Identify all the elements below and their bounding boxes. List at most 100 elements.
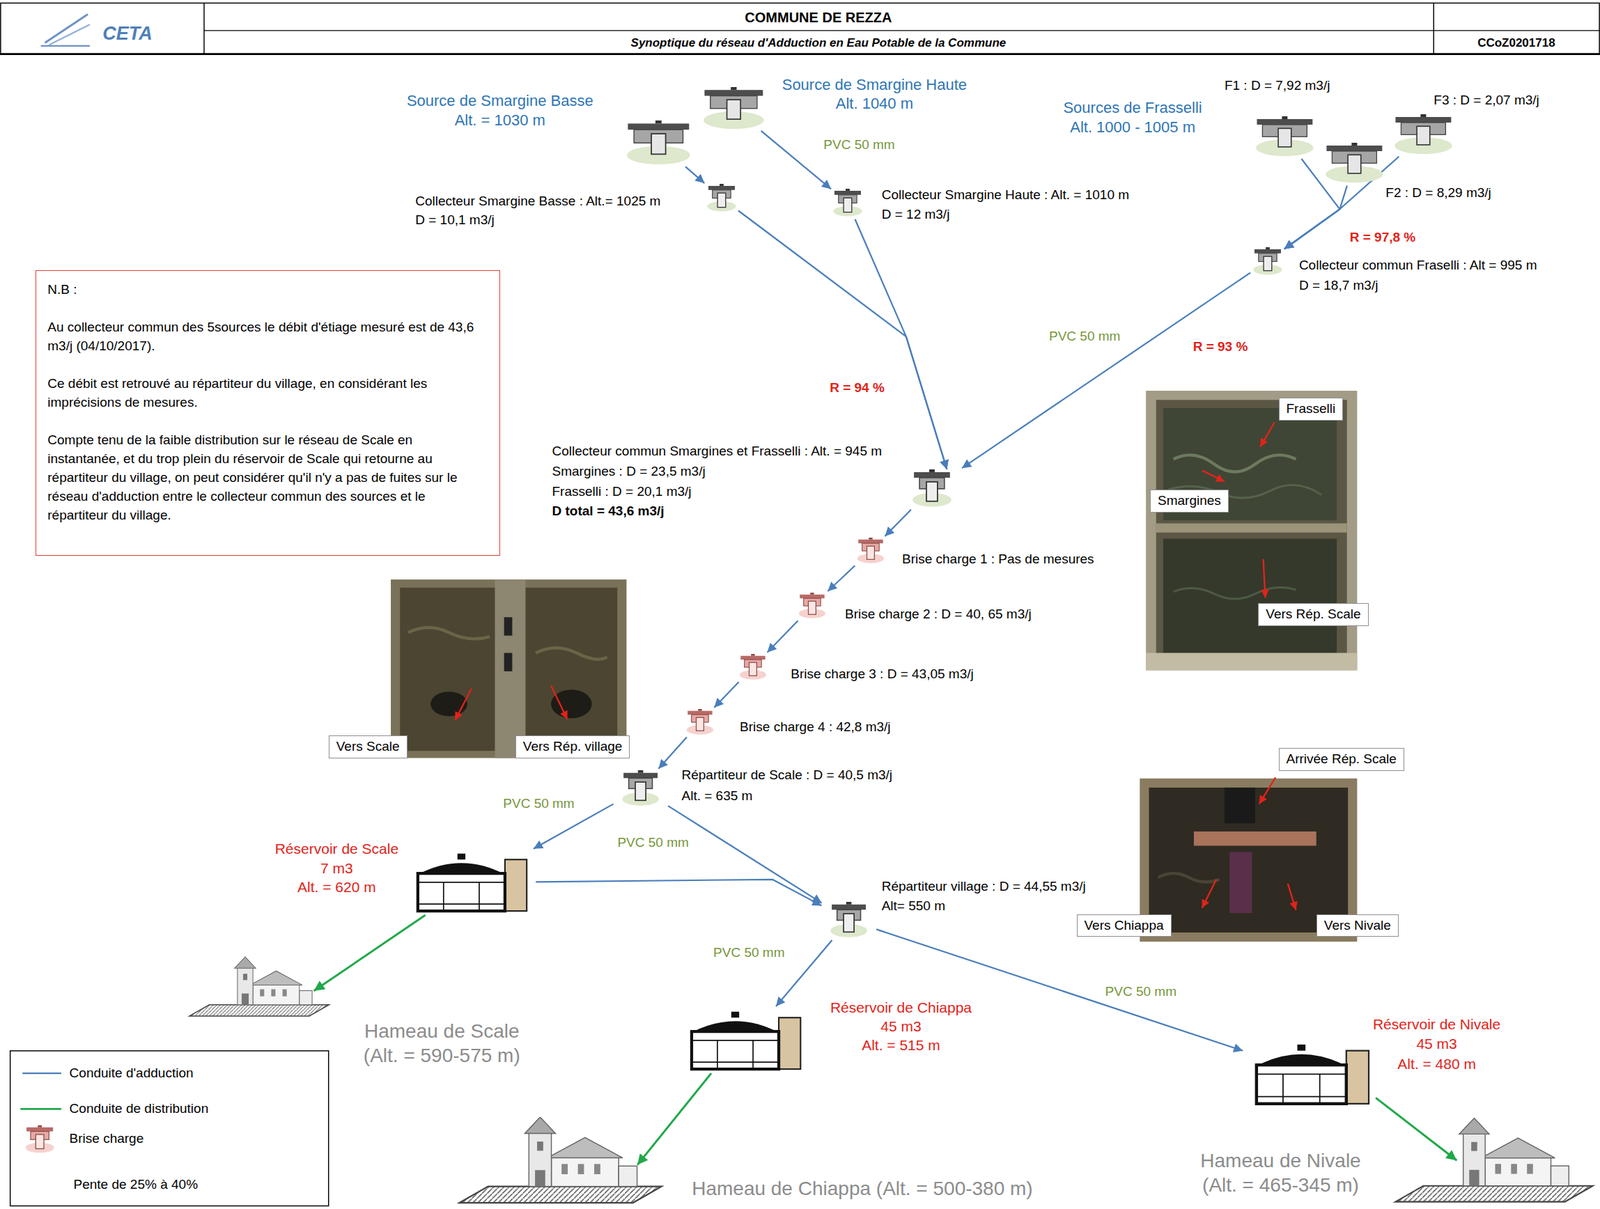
church-icon bbox=[1551, 1166, 1570, 1187]
legend-box bbox=[37, 1125, 42, 1128]
rep-icon bbox=[846, 902, 852, 905]
photo-splitter-village bbox=[1149, 787, 1349, 933]
tank-icon bbox=[443, 882, 445, 912]
src-icon bbox=[704, 89, 763, 96]
node-label: Alt. = 1030 m bbox=[454, 111, 546, 130]
node-label: Hameau de Nivale bbox=[1200, 1149, 1361, 1174]
church-icon bbox=[577, 1163, 584, 1175]
photo-callout: Vers Nivale bbox=[1316, 914, 1399, 938]
church-icon bbox=[259, 989, 264, 997]
church-icon bbox=[234, 957, 256, 969]
church-icon bbox=[189, 1005, 329, 1017]
logo-text: CETA bbox=[102, 22, 153, 45]
photo-splitter-village bbox=[1202, 879, 1217, 909]
supply-pipe bbox=[713, 681, 739, 708]
src-icon bbox=[700, 87, 768, 131]
tank-icon bbox=[675, 1007, 819, 1074]
supply-pipe bbox=[876, 929, 1243, 1051]
splitter: Répartiteur village : D = 44,55 m3/jAlt=… bbox=[823, 902, 875, 939]
photo-splitter-scale bbox=[1263, 559, 1266, 599]
brise-icon bbox=[749, 662, 758, 676]
tank-icon bbox=[691, 1062, 779, 1064]
supply-pipe bbox=[535, 879, 822, 907]
rep-icon bbox=[615, 770, 666, 808]
tank-icon bbox=[752, 1040, 754, 1070]
subtitle: Synoptique du réseau d'Adduction en Eau … bbox=[631, 35, 1007, 50]
tank-icon bbox=[417, 904, 506, 906]
photo-splitter-village-feed bbox=[454, 688, 471, 721]
brise-icon bbox=[737, 654, 769, 681]
tank-icon bbox=[417, 873, 506, 912]
note-box: N.B :Au collecteur commun des 5sources l… bbox=[35, 270, 501, 556]
church-icon bbox=[524, 1117, 556, 1134]
src-icon bbox=[1281, 116, 1288, 120]
src-icon bbox=[730, 87, 737, 90]
src-icon bbox=[1256, 119, 1313, 125]
node-label: Hameau de Scale bbox=[364, 1019, 520, 1044]
src-icon bbox=[1416, 126, 1431, 145]
node-label: D total = 43,6 m3/j bbox=[552, 503, 665, 520]
church-icon bbox=[451, 1117, 666, 1205]
distribution-pipe bbox=[637, 1073, 712, 1166]
rep-icon bbox=[635, 782, 646, 801]
yield-label: R = 94 % bbox=[829, 379, 885, 396]
splitter: Répartiteur de Scale : D = 40,5 m3/jAlt.… bbox=[615, 770, 666, 808]
church-icon bbox=[1469, 1170, 1480, 1187]
photo-splitter-scale bbox=[1202, 470, 1225, 482]
church-icon bbox=[1387, 1117, 1597, 1205]
spring-source: F3 : D = 2,07 m3/j bbox=[1391, 114, 1456, 156]
photo-callout: Arrivée Rép. Scale bbox=[1278, 748, 1405, 772]
brise-icon bbox=[687, 711, 712, 715]
spring-source: F1 : D = 7,92 m3/j bbox=[1253, 116, 1317, 158]
brise-icon bbox=[740, 656, 765, 660]
pipe-label: PVC 50 mm bbox=[617, 835, 689, 852]
supply-pipe bbox=[738, 211, 947, 470]
rep-icon bbox=[615, 770, 666, 808]
photo-splitter-village-feed bbox=[535, 647, 608, 659]
node-label: Réservoir de Nivale bbox=[1372, 1015, 1501, 1033]
supply-pipe bbox=[658, 736, 687, 769]
legend-box bbox=[10, 1051, 329, 1207]
node-label: Réservoir de Scale bbox=[275, 840, 399, 858]
node-label: Réservoir de Chiappa bbox=[830, 999, 972, 1017]
church-icon bbox=[594, 1163, 601, 1175]
callout-text: Vers Rép. Scale bbox=[1265, 606, 1361, 623]
photo-callout: Vers Chiappa bbox=[1076, 914, 1172, 938]
photo-splitter-village-feed bbox=[390, 579, 627, 758]
src-icon bbox=[1420, 114, 1427, 118]
title-block bbox=[41, 45, 90, 47]
church-icon bbox=[282, 989, 287, 997]
tank-icon bbox=[1346, 1051, 1369, 1105]
title-block bbox=[1432, 2, 1434, 54]
reservoir: Réservoir de Scale7 m3Alt. = 620 m bbox=[413, 849, 534, 916]
src-icon bbox=[1395, 117, 1452, 123]
church-icon bbox=[299, 991, 313, 1006]
title-block bbox=[204, 29, 1600, 31]
callout-text: Vers Scale bbox=[336, 739, 400, 756]
church-icon bbox=[451, 1117, 666, 1205]
rep-icon bbox=[925, 482, 937, 502]
photo-splitter-village bbox=[1229, 851, 1252, 914]
legend-text: Brise charge bbox=[69, 1130, 145, 1147]
brise-icon bbox=[868, 537, 873, 540]
supply-pipe bbox=[884, 509, 912, 537]
rep-icon bbox=[928, 469, 935, 473]
node-label: 7 m3 bbox=[320, 859, 354, 877]
tank-icon bbox=[1244, 1040, 1383, 1109]
tank-icon bbox=[1256, 1074, 1347, 1076]
church-icon bbox=[270, 989, 276, 997]
src-icon bbox=[1278, 128, 1292, 147]
coll-icon bbox=[719, 183, 724, 186]
church-icon bbox=[1511, 1163, 1518, 1174]
src-icon bbox=[1253, 116, 1317, 158]
coll-icon bbox=[706, 183, 737, 213]
brise-icon bbox=[858, 539, 883, 544]
node-label: Collecteur commun Fraselli : Alt = 995 m bbox=[1299, 257, 1538, 274]
callout-text: Arrivée Rép. Scale bbox=[1286, 751, 1397, 768]
src-icon bbox=[624, 120, 693, 166]
node-label: Collecteur commun Smargines et Frasselli… bbox=[552, 443, 883, 460]
src-icon bbox=[1326, 145, 1382, 152]
pressure-break: Brise charge 3 : D = 43,05 m3/j bbox=[737, 654, 769, 681]
rep-icon bbox=[638, 770, 644, 774]
photo-splitter-scale bbox=[1163, 538, 1337, 653]
